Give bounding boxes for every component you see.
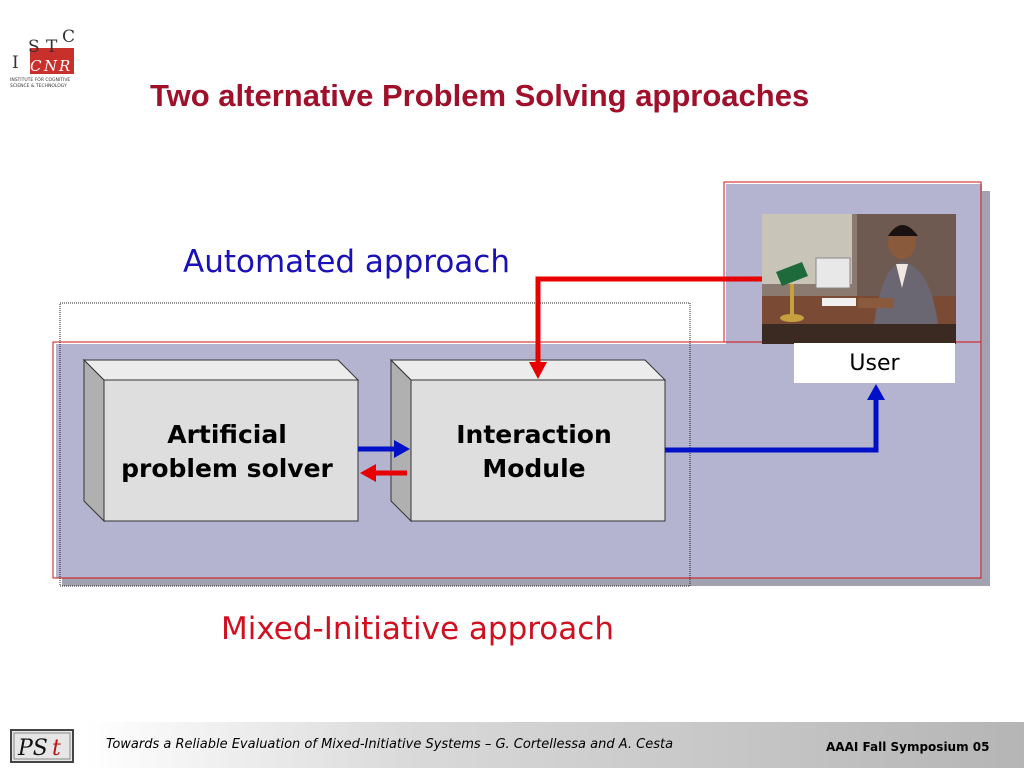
interaction-box [389,358,667,523]
arrow-interaction-to-solver [360,464,407,482]
automated-approach-outline [59,302,691,587]
footer-bar [86,722,1024,768]
user-photo [762,214,956,344]
solver-line-2: problem solver [121,454,333,483]
svg-text:C: C [30,57,42,75]
svg-text:T: T [46,37,58,57]
interaction-line-2: Module [482,454,586,483]
istc-cnr-logo: I S T C C N R INSTITUTE FOR COGNITIVE SC… [10,28,75,89]
arrow-solver-to-interaction [358,440,410,458]
arrow-interaction-to-user [665,384,885,453]
solver-line-1: Artificial [167,420,287,449]
svg-text:R: R [58,57,70,75]
interaction-box-label: Interaction Module [412,418,656,486]
svg-text:SCIENCE & TECHNOLOGY: SCIENCE & TECHNOLOGY [10,83,67,89]
svg-text:N: N [43,57,58,75]
arrow-user-to-interaction [529,276,762,379]
pst-logo: PS t [10,729,74,763]
footer-venue: AAAI Fall Symposium 05 [826,740,990,754]
svg-text:C: C [62,28,75,47]
svg-text:S: S [28,37,40,57]
mixed-initiative-outline [52,341,982,579]
solver-box [82,358,360,523]
svg-text:t: t [52,736,61,761]
mixed-initiative-approach-label: Mixed-Initiative approach [221,611,614,647]
solver-box-label: Artificial problem solver [104,418,350,486]
svg-text:INSTITUTE FOR COGNITIVE: INSTITUTE FOR COGNITIVE [10,77,70,83]
user-label: User [794,343,955,383]
footer-citation: Towards a Reliable Evaluation of Mixed-I… [106,737,674,752]
interaction-line-1: Interaction [456,420,612,449]
slide-title: Two alternative Problem Solving approach… [150,78,810,113]
automated-approach-label: Automated approach [183,244,510,280]
svg-text:PS: PS [17,736,48,761]
svg-text:I: I [12,53,19,73]
